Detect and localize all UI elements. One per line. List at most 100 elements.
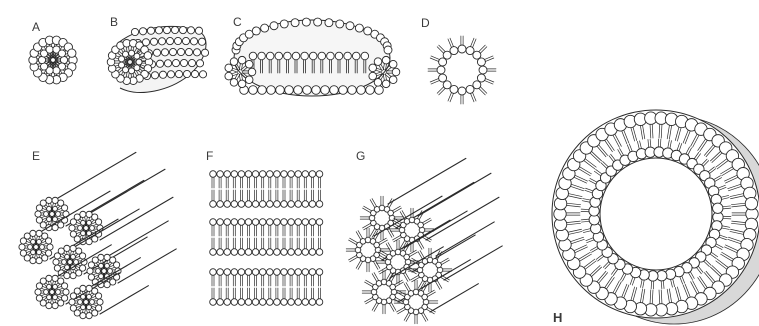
- lipid-head: [47, 217, 52, 222]
- lipid-head: [309, 249, 316, 256]
- lipid-head: [390, 284, 396, 290]
- lipid-head: [96, 219, 102, 225]
- lipid-head: [330, 86, 339, 95]
- lipid-head: [309, 299, 316, 306]
- lipid-tail: [374, 304, 379, 312]
- lipid-head: [63, 289, 69, 295]
- lipid-head: [175, 70, 182, 77]
- lipid-tail: [444, 246, 502, 280]
- lipid-head: [166, 37, 173, 44]
- vesicle-lumen: [600, 158, 712, 270]
- lipid-head: [231, 299, 238, 306]
- lipid-tail: [410, 252, 418, 257]
- lipid-head: [163, 26, 170, 33]
- lipid-head: [422, 294, 428, 300]
- lipid-head: [238, 201, 245, 208]
- lipid-head: [69, 299, 75, 305]
- lipid-tail: [424, 220, 432, 225]
- lipid-head: [281, 249, 288, 256]
- lipid-tail: [364, 206, 372, 211]
- lipid-head: [375, 86, 384, 95]
- lipid-head: [172, 59, 179, 66]
- lipid-head: [318, 52, 326, 60]
- lipid-head: [104, 282, 110, 288]
- inverted-hexagonal-phase-diagram: [346, 158, 502, 323]
- lipid-head: [316, 201, 323, 208]
- lipid-head: [252, 219, 259, 226]
- lipid-head: [303, 86, 312, 95]
- lipid-head: [44, 212, 49, 217]
- lipid-tail: [356, 232, 361, 240]
- reverse-micelle-diagram: [428, 36, 496, 104]
- lipid-head: [458, 87, 466, 95]
- lipid-tail: [372, 274, 377, 282]
- lipid-head: [348, 86, 357, 95]
- lipid-head: [183, 70, 190, 77]
- lipid-tail: [418, 281, 423, 289]
- lipid-head: [382, 80, 390, 88]
- lipid-head: [80, 253, 86, 259]
- lipid-head: [169, 48, 176, 55]
- lipid-head: [78, 226, 83, 231]
- lipid-head: [30, 230, 36, 236]
- lipid-head: [437, 66, 445, 74]
- lipid-head: [46, 46, 53, 53]
- lipid-head: [288, 171, 295, 178]
- hexagonal-phase-diagram: [19, 152, 176, 318]
- lipid-head: [28, 245, 33, 250]
- lipid-tail: [398, 309, 406, 314]
- lipid-tail: [427, 290, 435, 295]
- lipid-head: [258, 86, 267, 95]
- lipid-tail: [437, 281, 442, 289]
- lipid-tail: [437, 47, 443, 53]
- lipid-head: [80, 211, 86, 217]
- lipid-head: [389, 60, 397, 68]
- lipid-tail: [437, 252, 442, 260]
- lipid-head: [339, 86, 348, 95]
- lipid-head: [230, 79, 238, 87]
- lipid-tail: [430, 284, 478, 312]
- lipid-head: [158, 38, 165, 45]
- lipid-head: [153, 49, 160, 56]
- lipid-head: [19, 244, 25, 250]
- lipid-head: [185, 48, 192, 55]
- lipid-head: [191, 70, 198, 77]
- lipid-head: [62, 283, 68, 289]
- lipid-head: [389, 76, 397, 84]
- liposome-vesicle-diagram: [552, 110, 759, 324]
- lipid-head: [355, 24, 363, 32]
- lipid-head: [316, 219, 323, 226]
- lipid-head: [316, 299, 323, 306]
- lipid-head: [53, 217, 58, 222]
- lipid-tail: [358, 231, 363, 239]
- lipid-head: [210, 299, 217, 306]
- lipid-head: [369, 72, 377, 80]
- lipid-head: [40, 245, 45, 250]
- lipid-head: [281, 201, 288, 208]
- lipid-head: [37, 250, 42, 255]
- lipid-head: [274, 219, 281, 226]
- lipid-head: [31, 250, 36, 255]
- lipid-head: [58, 50, 65, 57]
- lipid-head: [88, 274, 94, 280]
- lipid-head: [46, 238, 52, 244]
- lipid-head: [217, 201, 224, 208]
- lipid-head: [231, 201, 238, 208]
- lipid-tail: [365, 282, 373, 287]
- lipid-head: [139, 28, 146, 35]
- lipid-head: [270, 22, 278, 30]
- lipid-head: [81, 294, 86, 299]
- lipid-head: [54, 265, 60, 271]
- lipid-tail: [363, 208, 371, 213]
- lipid-tail: [232, 70, 238, 72]
- lipid-head: [238, 299, 245, 306]
- lipid-head: [267, 171, 274, 178]
- lipid-tail: [404, 284, 409, 292]
- lipid-head: [267, 86, 276, 95]
- lipid-head: [477, 58, 485, 66]
- lipid-tail: [388, 158, 466, 204]
- lipid-head: [70, 231, 76, 237]
- lipid-tail: [372, 199, 377, 207]
- lipid-head: [267, 201, 274, 208]
